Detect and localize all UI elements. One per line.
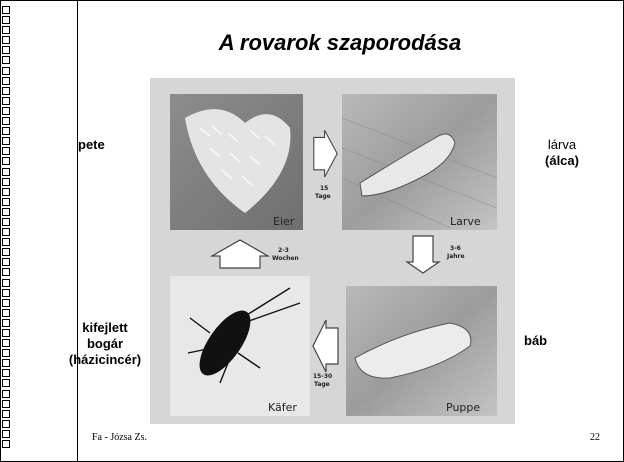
label-larva: lárva (álca): [522, 137, 602, 169]
margin-checkbox: [2, 410, 10, 418]
eggs-caption: Eier: [273, 215, 295, 228]
footer-author: Fa - Józsa Zs.: [92, 432, 147, 443]
label-egg: pete: [78, 137, 105, 153]
margin-checkbox: [2, 147, 10, 155]
pupa-caption: Puppe: [446, 401, 480, 414]
margin-checkbox: [2, 107, 10, 115]
margin-checkbox: [2, 268, 10, 276]
arrow-beetle-to-eggs: 2-3 Wochen: [212, 240, 299, 268]
beetle-caption: Käfer: [268, 401, 297, 414]
margin-checkbox: [2, 26, 10, 34]
margin-checkbox: [2, 178, 10, 186]
checkbox-column: [2, 6, 12, 450]
arrow-down-unit: Jahre: [446, 253, 465, 260]
margin-checkbox: [2, 218, 10, 226]
margin-checkbox: [2, 289, 10, 297]
margin-checkbox: [2, 258, 10, 266]
larva-photo: Larve: [342, 94, 497, 230]
margin-checkbox: [2, 137, 10, 145]
margin-checkbox: [2, 440, 10, 448]
margin-checkbox: [2, 359, 10, 367]
margin-checkbox: [2, 390, 10, 398]
arrow-up-weeks: 2-3: [278, 247, 289, 254]
margin-checkbox: [2, 198, 10, 206]
arrow-up-unit: Wochen: [272, 255, 299, 262]
margin-checkbox: [2, 77, 10, 85]
page-number: 22: [590, 432, 600, 443]
margin-checkbox: [2, 56, 10, 64]
arrow-left-days: 15-30: [313, 373, 332, 380]
margin-checkbox: [2, 36, 10, 44]
margin-checkbox: [2, 349, 10, 357]
arrow-pupa-to-beetle: 15-30 Tage: [313, 320, 338, 388]
margin-checkbox: [2, 248, 10, 256]
pupa-photo: Puppe: [346, 286, 497, 416]
margin-checkbox: [2, 87, 10, 95]
label-adult-line1: kifejlett: [40, 320, 170, 336]
margin-line: [77, 0, 78, 462]
margin-checkbox: [2, 279, 10, 287]
larva-caption: Larve: [450, 215, 481, 228]
margin-checkbox: [2, 319, 10, 327]
margin-checkbox: [2, 208, 10, 216]
label-larva-name: lárva: [548, 137, 576, 152]
lifecycle-photo-svg: Eier Larve Käfer Pu: [150, 78, 515, 424]
margin-checkbox: [2, 188, 10, 196]
margin-checkbox: [2, 127, 10, 135]
label-adult-line3: (házicincér): [40, 352, 170, 368]
label-adult-line2: bogár: [40, 336, 170, 352]
label-adult: kifejlett bogár (házicincér): [40, 320, 170, 368]
label-larva-alt: (álca): [522, 153, 602, 169]
arrow-larva-to-pupa: 3-6 Jahre: [407, 236, 465, 273]
margin-checkbox: [2, 228, 10, 236]
arrow-right-days: 15: [320, 185, 328, 192]
label-pupa: báb: [524, 333, 547, 349]
margin-checkbox: [2, 329, 10, 337]
arrow-down-years: 3-6: [450, 245, 461, 252]
lifecycle-photo: Eier Larve Käfer Pu: [150, 78, 515, 424]
margin-checkbox: [2, 369, 10, 377]
margin-checkbox: [2, 168, 10, 176]
margin-checkbox: [2, 97, 10, 105]
margin-checkbox: [2, 420, 10, 428]
margin-checkbox: [2, 379, 10, 387]
margin-checkbox: [2, 309, 10, 317]
arrow-eggs-to-larva: 15 Tage: [314, 130, 337, 200]
arrow-right-unit: Tage: [315, 193, 331, 200]
margin-checkbox: [2, 117, 10, 125]
eggs-photo: Eier: [170, 94, 303, 230]
slide-title: A rovarok szaporodása: [150, 30, 530, 56]
margin-checkbox: [2, 339, 10, 347]
beetle-photo: Käfer: [170, 276, 310, 416]
margin-checkbox: [2, 46, 10, 54]
margin-checkbox: [2, 238, 10, 246]
margin-checkbox: [2, 400, 10, 408]
margin-checkbox: [2, 67, 10, 75]
margin-checkbox: [2, 299, 10, 307]
margin-checkbox: [2, 16, 10, 24]
margin-checkbox: [2, 157, 10, 165]
margin-checkbox: [2, 6, 10, 14]
arrow-left-unit: Tage: [314, 381, 330, 388]
margin-checkbox: [2, 430, 10, 438]
